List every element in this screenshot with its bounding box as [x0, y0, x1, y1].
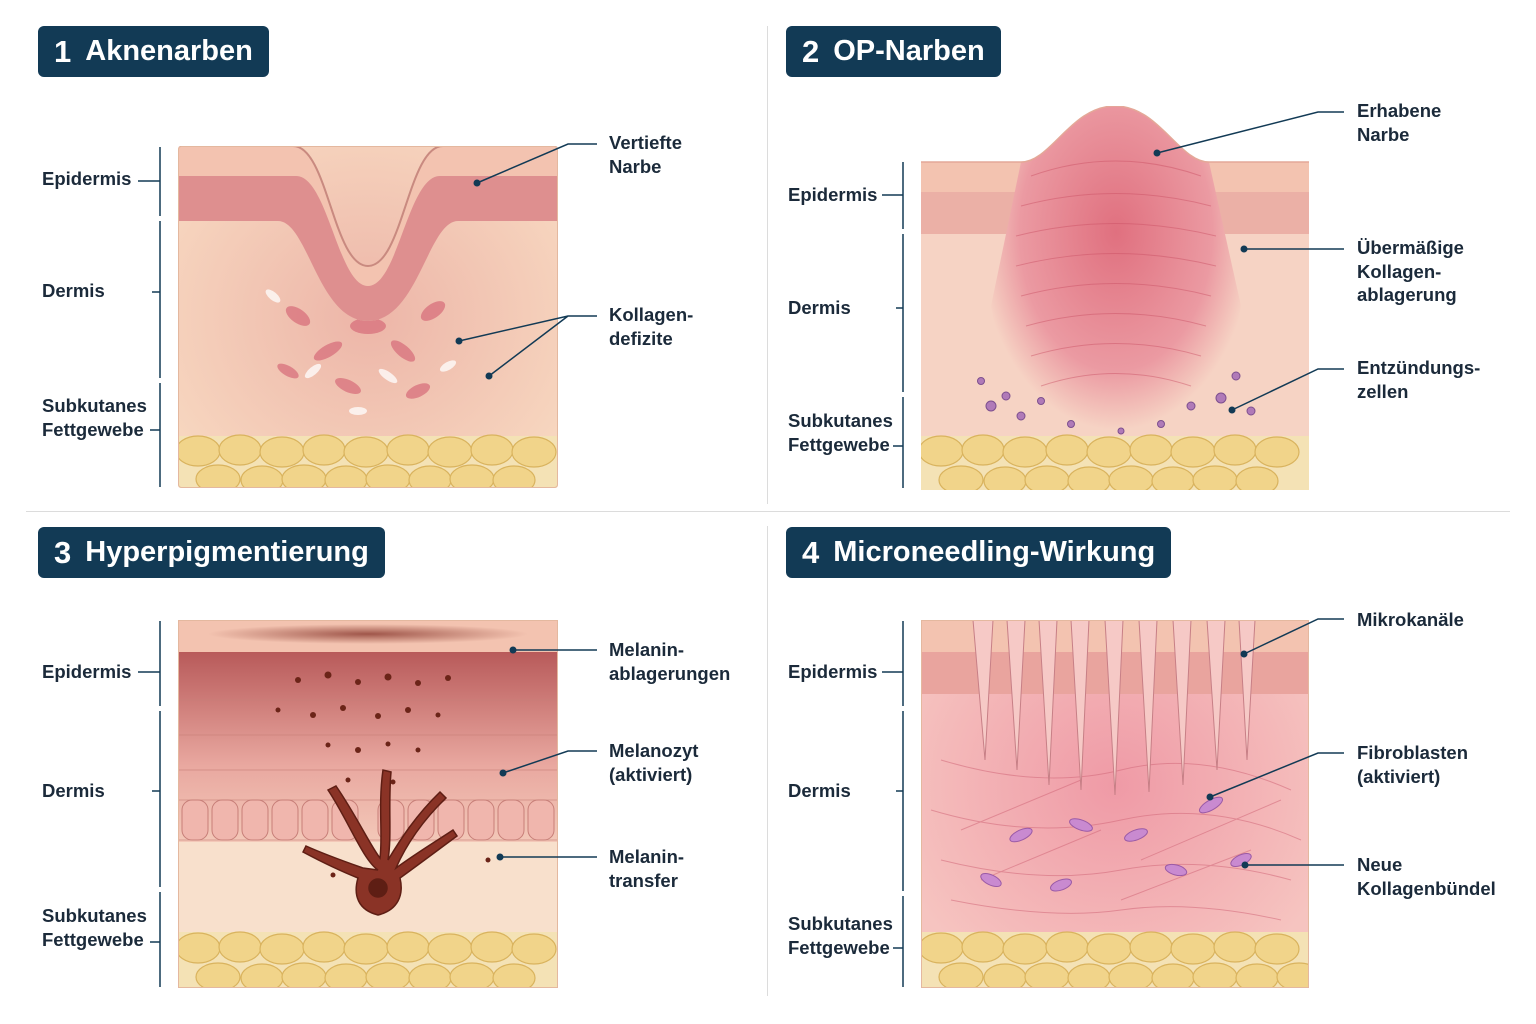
- panel-title: 4 Microneedling-Wirkung: [786, 527, 1172, 578]
- panel-title-text: Aknenarben: [85, 35, 253, 67]
- vertical-divider-bottom: [767, 526, 768, 996]
- panel-acne-scars: 1 Aknenarben Epidermis Dermis Subkutanes…: [0, 0, 768, 512]
- panel-title-text: OP-Narben: [833, 35, 985, 67]
- panel-title-text: Microneedling-Wirkung: [833, 536, 1156, 568]
- callout-raised-scar: Erhabene Narbe: [1357, 100, 1442, 145]
- panel-title: 1 Aknenarben: [38, 26, 269, 77]
- callout-excess-collagen: Übermäßige Kollagen- ablagerung: [1357, 237, 1464, 305]
- label-dermis: Dermis: [42, 280, 105, 301]
- callout-new-collagen: Neue Kollagenbündel: [1357, 854, 1496, 899]
- label-subcutis: Subkutanes Fettgewebe: [42, 905, 147, 950]
- label-subcutis: Subkutanes Fettgewebe: [788, 410, 893, 455]
- callout-melanin-transfer: Melanin- transfer: [609, 846, 685, 891]
- label-epidermis: Epidermis: [42, 661, 132, 682]
- leader-lines: [882, 111, 1344, 488]
- callout-melanocyte: Melanozyt (aktiviert): [609, 740, 699, 785]
- acne-scar-illustration: [178, 146, 558, 488]
- label-epidermis: Epidermis: [788, 661, 878, 682]
- panel-number: 2: [802, 33, 820, 69]
- callout-collagen-deficit: Kollagen- defizite: [609, 304, 694, 349]
- callout-inflammatory-cells: Entzündungs- zellen: [1357, 357, 1481, 402]
- leader-lines: [138, 143, 597, 487]
- label-dermis: Dermis: [788, 297, 851, 318]
- label-subcutis: Subkutanes Fettgewebe: [42, 395, 147, 440]
- vertical-divider-top: [767, 26, 768, 504]
- label-dermis: Dermis: [788, 780, 851, 801]
- microneedling-illustration: [921, 620, 1309, 988]
- callout-melanin-deposits: Melanin- ablagerungen: [609, 639, 731, 684]
- panel-surgical-scars: 2 OP-Narben Epidermis Dermis Subkutanes …: [748, 0, 1516, 512]
- horizontal-divider: [26, 511, 1510, 512]
- label-epidermis: Epidermis: [42, 168, 132, 189]
- panel-number: 4: [802, 534, 820, 570]
- panel-number: 3: [54, 534, 72, 570]
- callout-depressed-scar: Vertiefte Narbe: [609, 132, 683, 177]
- label-epidermis: Epidermis: [788, 184, 878, 205]
- label-dermis: Dermis: [42, 780, 105, 801]
- panel-title-text: Hyperpigmentierung: [85, 536, 369, 568]
- label-subcutis: Subkutanes Fettgewebe: [788, 913, 893, 958]
- leader-lines: [882, 618, 1344, 987]
- leader-lines: [138, 621, 597, 987]
- panel-hyperpigmentation: 3 Hyperpigmentierung Epidermis Dermis Su…: [0, 501, 768, 1013]
- panel-title: 2 OP-Narben: [786, 26, 1001, 77]
- callout-micro-channels: Mikrokanäle: [1357, 609, 1464, 630]
- panel-microneedling: 4 Microneedling-Wirkung Epidermis Dermis…: [748, 501, 1516, 1013]
- panel-title: 3 Hyperpigmentierung: [38, 527, 385, 578]
- hyperpigmentation-illustration: [178, 620, 558, 988]
- panel-number: 1: [54, 33, 72, 69]
- callout-fibroblasts: Fibroblasten (aktiviert): [1357, 742, 1469, 787]
- surgical-scar-illustration: [921, 106, 1309, 490]
